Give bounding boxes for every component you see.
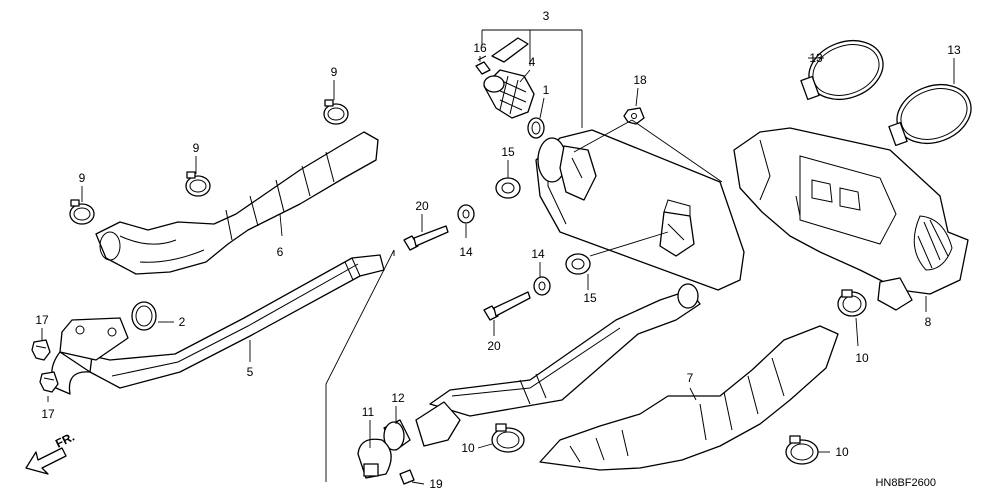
drawing-code: HN8BF2600: [875, 477, 936, 489]
callout-11: 11: [362, 405, 375, 419]
front-arrow-icon: [25, 447, 67, 475]
callout-12: 12: [391, 391, 405, 405]
ring-gasket: [383, 419, 411, 451]
callout-10b: 10: [855, 351, 869, 365]
front-direction-indicator: FR.: [25, 430, 77, 475]
cap-nut-lower: [39, 371, 59, 393]
callout-2: 2: [179, 315, 186, 329]
callout-labels: 3 16 4 1 18 15 14 20 14 15 20 9 9 9 6 2 …: [35, 9, 961, 491]
cap-nut-upper: [31, 339, 51, 361]
callout-13b: 13: [947, 43, 961, 57]
bolt-16: [475, 55, 491, 75]
callout-13a: 13: [809, 51, 823, 65]
callout-9c: 9: [79, 171, 86, 185]
large-band-clamp-13a: [800, 40, 884, 101]
callout-4: 4: [529, 55, 536, 69]
callout-15-upper: 15: [501, 145, 515, 159]
muffler-heat-protector: [733, 127, 969, 311]
callout-19: 19: [429, 477, 443, 491]
callout-20-lower: 20: [487, 339, 501, 353]
pipe-band: [357, 438, 392, 479]
callout-17-lower: 17: [41, 407, 55, 421]
callout-14-upper: 14: [459, 245, 473, 259]
band-clamp-10a: [491, 423, 525, 453]
lower-heat-protector: [539, 325, 839, 471]
callout-3: 3: [543, 9, 550, 23]
collar-lower: [565, 253, 591, 275]
callout-16: 16: [473, 41, 487, 55]
large-band-clamp-13b: [888, 84, 972, 147]
band-clamp-9c: [69, 199, 95, 225]
washer-upper: [457, 204, 475, 224]
callout-7: 7: [687, 371, 694, 385]
callout-8: 8: [925, 315, 932, 329]
band-clamp-10b: [837, 289, 867, 317]
spark-arrester: [483, 37, 535, 119]
exhaust-pipe: [51, 254, 385, 395]
callout-6: 6: [277, 245, 284, 259]
callout-9b: 9: [193, 141, 200, 155]
leader-lines: [41, 29, 955, 485]
joint-pipe: [429, 283, 701, 417]
callout-20-upper: 20: [415, 199, 429, 213]
callout-5: 5: [247, 365, 254, 379]
callout-1: 1: [543, 83, 550, 97]
bolt-19: [399, 469, 415, 485]
callout-15-lower: 15: [583, 291, 597, 305]
pipe-flange: [59, 317, 129, 361]
callout-9a: 9: [331, 65, 338, 79]
joint-connector: [415, 401, 461, 447]
band-clamp-9a: [323, 99, 349, 125]
arrester-gasket: [527, 117, 545, 139]
band-clamp-10c: [785, 435, 819, 465]
callout-18: 18: [633, 73, 647, 87]
front-label: FR.: [53, 430, 77, 451]
callout-17-upper: 17: [35, 313, 49, 327]
collar-upper: [495, 177, 521, 199]
bolt-lower: [483, 291, 531, 321]
callout-14-lower: 14: [531, 247, 545, 261]
band-clamp-9b: [185, 171, 211, 197]
washer-lower: [533, 276, 551, 296]
upper-heat-protector: [95, 131, 379, 275]
flange-nut-18: [623, 107, 645, 125]
callout-10c: 10: [835, 445, 849, 459]
callout-10a: 10: [461, 441, 475, 455]
muffler: [535, 129, 745, 291]
bolt-upper: [403, 225, 449, 251]
